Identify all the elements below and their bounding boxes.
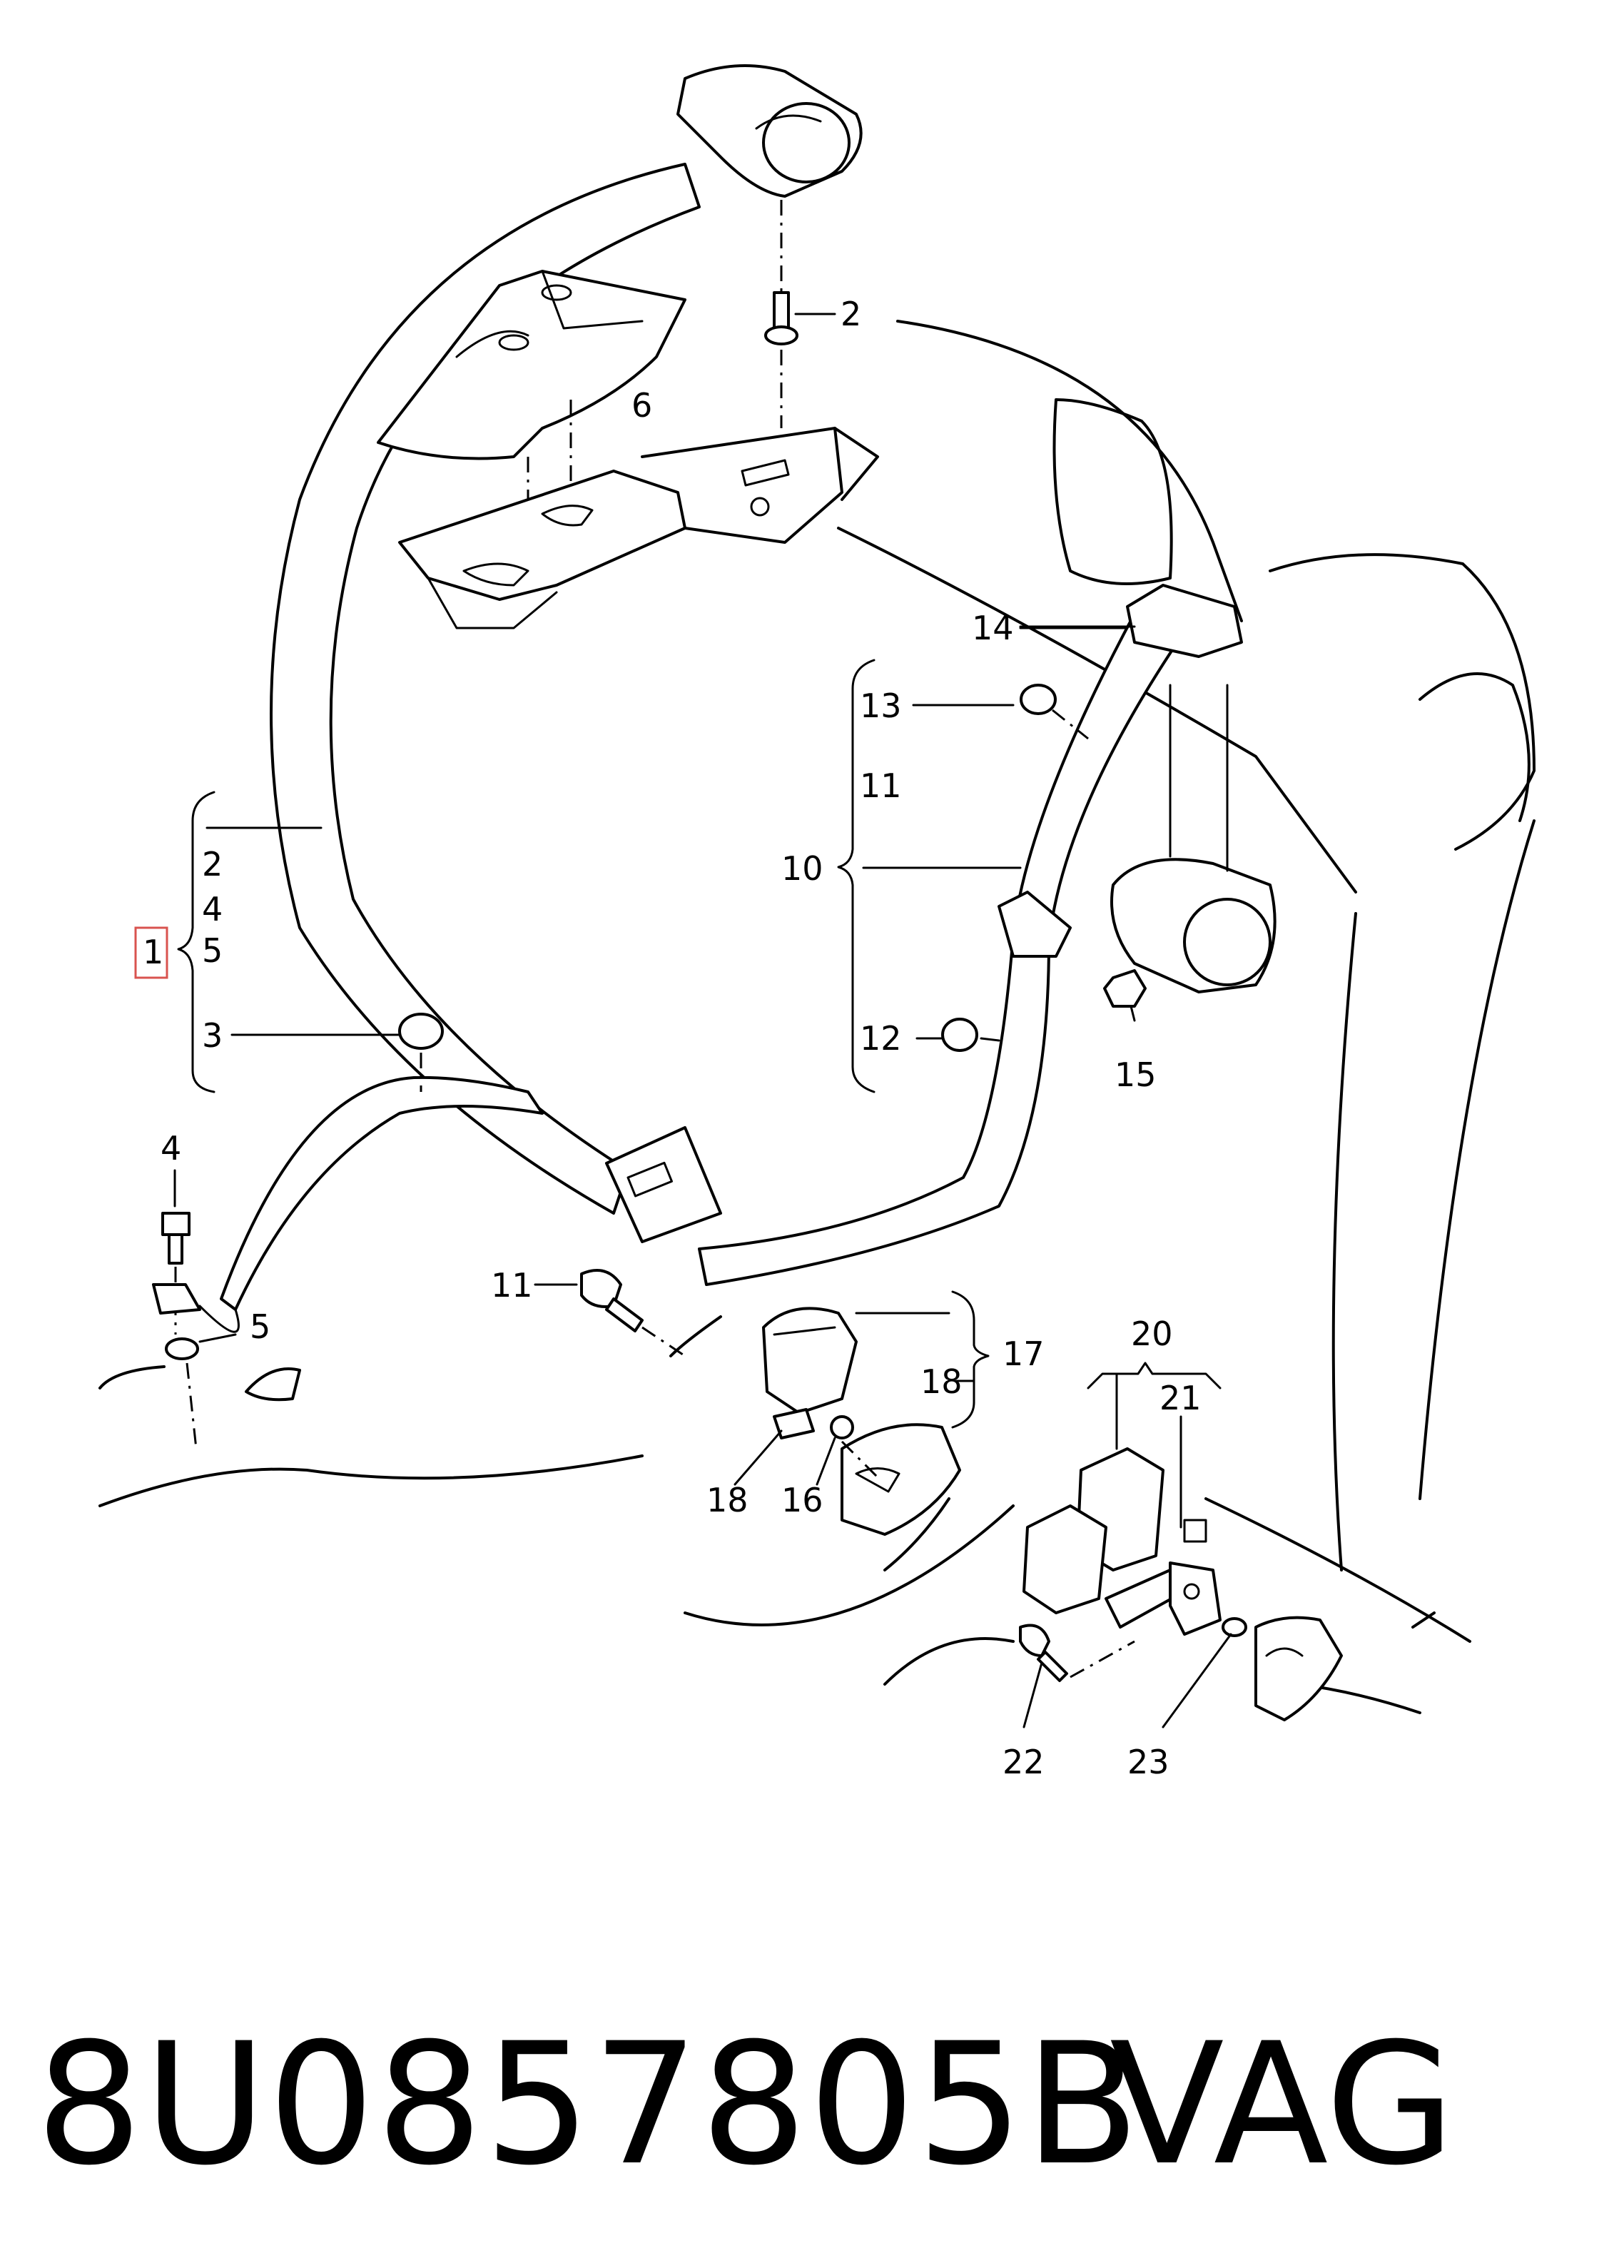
buckle-part-17 [669,1307,950,1479]
bolt-part-11 [534,1269,686,1357]
callout-18: 18 [706,1481,748,1519]
callout-2-bracket: 2 [202,845,223,884]
callout-4-bracket: 4 [202,890,223,928]
callout-5-bracket: 5 [202,931,223,970]
callout-1: 1 [143,933,163,971]
callout-17: 17 [1003,1335,1045,1373]
floor-outline-left [98,1365,1015,1686]
callout-16: 16 [781,1481,823,1519]
callout-1-highlight [134,926,168,979]
parcel-shelf [398,427,879,629]
mounting-bracket-part-6 [377,270,686,564]
seat-outline [837,320,1536,1714]
callout-11: 11 [491,1266,533,1305]
floor-anchor-pad-right [1254,1616,1343,1721]
right-belt-assembly [698,584,1277,1286]
callout-11-bracket: 11 [860,766,902,805]
callout-18-bracket: 18 [920,1362,963,1401]
callout-23: 23 [1127,1743,1169,1781]
callout-21: 21 [1159,1379,1202,1417]
callout-13: 13 [860,687,902,725]
brand-name: VAG [1110,2008,1456,2202]
callout-4: 4 [161,1129,181,1168]
leader-lines [177,625,1232,1728]
callout-22: 22 [1003,1743,1045,1781]
bolt-part-2-top [764,200,836,428]
callout-15: 15 [1115,1055,1157,1094]
callout-2-top: 2 [841,295,861,333]
callout-10: 10 [781,849,823,888]
callout-5: 5 [250,1307,270,1346]
callout-20: 20 [1131,1315,1173,1353]
bolt-part-4-left [152,1169,237,1449]
cap-part-3 [398,1013,444,1092]
double-buckle-part-20 [1019,1447,1247,1682]
footer: 8U0857805B VAG [0,2013,1624,2198]
floor-anchor-pad-center [841,1423,961,1536]
left-belt-assembly [198,64,863,1333]
part-number: 8U0857805B [36,2008,1142,2202]
callout-12: 12 [860,1019,902,1058]
callout-6: 6 [631,386,652,425]
callout-3: 3 [202,1016,223,1055]
callout-14: 14 [972,609,1014,647]
callouts: 2 6 2 4 1 5 3 4 5 11 14 13 11 10 12 15 1… [134,295,1202,1781]
